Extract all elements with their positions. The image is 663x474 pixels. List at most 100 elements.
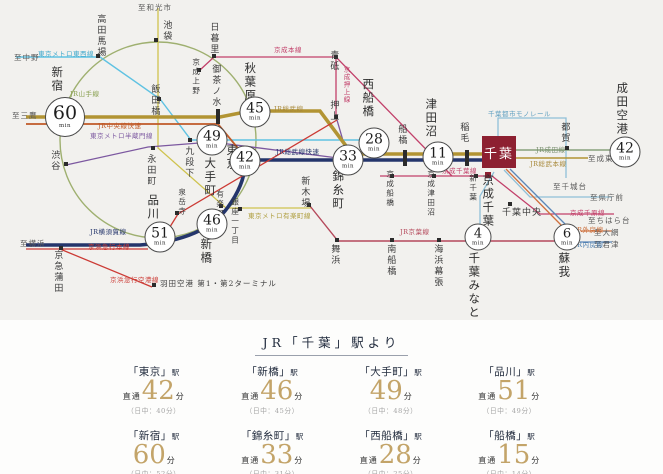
cell-time: 直通28分 — [332, 442, 451, 468]
station-name-text: 「錦糸町」 — [240, 429, 296, 442]
station-suffix: 駅 — [527, 431, 536, 441]
daytime-note: （日中：25分） — [332, 468, 451, 474]
uchibo-line-path — [509, 168, 612, 243]
station-label: 千葉みなと — [467, 252, 482, 320]
station-label: 海浜幕張 — [432, 244, 443, 288]
station-label: 銀座一丁目 — [230, 198, 240, 246]
direct-prefix: 直通 — [359, 455, 378, 465]
travel-time-unit: min — [471, 240, 485, 247]
direction-label: 至ちはら台 — [588, 216, 631, 225]
station-label: 永田町 — [145, 154, 156, 187]
station-label: 新木場 — [299, 176, 310, 209]
line-name-label: JR内房線 — [574, 241, 604, 249]
line-name-label: 京成千葉線 — [442, 167, 477, 175]
panel-title: JR「千葉」駅より — [254, 332, 409, 356]
minutes-value: 33 — [260, 439, 294, 470]
minutes-value: 46 — [260, 376, 294, 406]
cell-station-name: 「新宿」駅 — [95, 428, 214, 443]
cell-time: 60分 — [95, 439, 214, 470]
station-name-text: 「東京」 — [127, 366, 172, 378]
station-label: 南船橋 — [385, 244, 396, 277]
station-label: 御茶ノ水 — [210, 64, 221, 108]
travel-time-circle: 51 min — [144, 221, 176, 253]
station-label: 泉岳寺 — [177, 188, 187, 217]
travel-time-unit: min — [153, 240, 167, 247]
cell-station-name: 「西船橋」駅 — [332, 428, 451, 443]
travel-time-value: 45 — [246, 100, 264, 117]
station-suffix: 駅 — [414, 368, 423, 377]
daytime-note: （日中：45分） — [245, 406, 299, 415]
cell-time: 直通46分 — [213, 376, 332, 406]
travel-time-unit: min — [58, 123, 72, 130]
travel-time-circle: 49 min — [196, 124, 228, 156]
access-time-cell: 「西船橋」駅 直通28分 （日中：25分） — [332, 428, 451, 474]
access-time-cell: 「東京」駅 直通42分 （日中：40分） — [95, 364, 214, 415]
station-name-text: 「品川」 — [483, 366, 528, 378]
access-times-grid: 「東京」駅 直通42分 （日中：40分） 「新橋」駅 直通46分 （日中：45分… — [95, 364, 569, 474]
access-times-panel: JR「千葉」駅より 「東京」駅 直通42分 （日中：40分） 「新橋」駅 直通4… — [0, 320, 663, 474]
direction-label: 至千城台 — [553, 182, 587, 191]
minutes-value: 15 — [497, 439, 531, 470]
line-name-label: JR外房線 — [574, 226, 604, 234]
station-name-text: 「西船橋」 — [359, 429, 415, 442]
travel-time-value: 49 — [203, 128, 221, 145]
station-suffix: 駅 — [290, 368, 299, 377]
direction-label: 至中野 — [14, 53, 40, 62]
direct-prefix: 直通 — [241, 455, 260, 465]
station-label: 船橋 — [396, 124, 407, 146]
travel-time-value: 42 — [616, 140, 634, 157]
line-name-label: JR成田線 — [536, 146, 566, 154]
station-label: 青砥 — [328, 50, 339, 72]
cell-time: 直通33分 — [213, 439, 332, 470]
station-label: 西船橋 — [361, 78, 376, 119]
travel-time-circle: 11 min — [422, 141, 454, 173]
cell-station-name: 「錦糸町」駅 — [213, 428, 332, 443]
station-label: 都賀 — [559, 122, 570, 144]
direction-label: 至県庁前 — [590, 193, 624, 202]
station-label: 京成上野 — [191, 58, 201, 96]
direction-label: 至君津 — [594, 240, 620, 249]
cell-time: 直通42分 — [95, 376, 214, 406]
travel-time-circle: 46 min — [196, 208, 228, 240]
daytime-note: （日中：48分） — [364, 406, 418, 415]
line-name-label: 京浜急行空港線 — [110, 276, 159, 284]
direct-prefix: 直通 — [122, 392, 141, 401]
travel-time-unit: min — [238, 164, 252, 171]
access-time-cell: 「船橋」駅 直通15分 （日中：14分） — [450, 428, 569, 474]
station-markers — [59, 38, 569, 287]
minutes-value: 42 — [141, 376, 175, 406]
station-label: 津田沼 — [424, 98, 439, 139]
station-name-text: 「大手町」 — [359, 366, 415, 378]
station-label: 新橋 — [199, 238, 214, 265]
travel-time-value: 51 — [151, 225, 169, 242]
line-name-label: 東京メトロ東西線 — [38, 50, 94, 58]
sotobo-line-path — [505, 168, 612, 232]
station-label: 渋谷 — [49, 150, 60, 172]
direct-prefix: 直通 — [241, 392, 260, 401]
travel-time-unit: min — [205, 143, 219, 150]
line-name-label: JR京葉線 — [400, 228, 430, 236]
cell-station-name: 「大手町」駅 — [332, 364, 451, 379]
travel-time-value: 33 — [339, 148, 357, 165]
cell-station-name: 「船橋」駅 — [450, 428, 569, 443]
station-label: 京急蒲田 — [52, 250, 63, 294]
station-label: 稲毛 — [458, 122, 469, 144]
minutes-value: 49 — [369, 376, 403, 406]
station-label: 千葉中央 — [502, 208, 543, 218]
line-name-label: 京成千原線 — [570, 209, 605, 217]
minutes-unit: 分 — [175, 392, 185, 401]
cell-time: 49分 — [332, 376, 451, 406]
line-name-label: JR総武線快速 — [276, 148, 320, 156]
minutes-unit: 分 — [412, 455, 422, 465]
minutes-value: 60 — [132, 439, 166, 470]
daytime-note: （日中：40分） — [127, 406, 181, 415]
station-suffix: 駅 — [414, 431, 423, 441]
station-label: 京成千葉 — [481, 174, 496, 228]
line-name-label: JR総武線 — [274, 105, 304, 113]
travel-time-unit: min — [618, 155, 632, 162]
station-label: 羽田空港 第1・第2ターミナル — [160, 279, 277, 288]
line-name-label: JR中央線快速 — [98, 122, 142, 130]
travel-time-circle: 42 min — [229, 145, 261, 177]
yurakucho-line-path — [157, 8, 312, 209]
